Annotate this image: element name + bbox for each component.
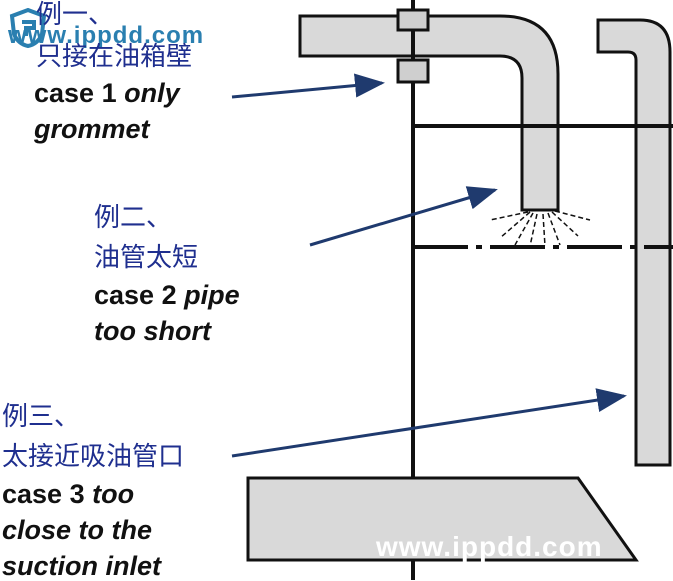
spray bbox=[489, 210, 591, 247]
watermark-top: www.ippdd.com bbox=[8, 22, 205, 49]
case1-en-line1: case 1 only bbox=[34, 80, 180, 107]
case2-zh-desc: 油管太短 bbox=[94, 243, 199, 273]
grommet bbox=[396, 8, 430, 32]
arrow-case1 bbox=[231, 73, 385, 99]
watermark-logo-icon bbox=[9, 8, 47, 48]
case3-zh-desc: 太接近吸油管口 bbox=[2, 442, 185, 472]
case3-en-line1: case 3 too bbox=[2, 481, 134, 508]
case1-zh-title: 例一、 bbox=[36, 0, 115, 30]
case3-en-line2-text: close to the bbox=[2, 515, 153, 545]
case1-en-line2: grommet bbox=[34, 116, 150, 143]
return-pipe bbox=[298, 14, 560, 212]
case3-zh-title: 例三、 bbox=[2, 402, 81, 432]
suction-pipe bbox=[596, 18, 672, 467]
bottom-plate bbox=[246, 476, 639, 562]
case1-en-line2-text: grommet bbox=[34, 114, 150, 144]
case1-en-italic: only bbox=[124, 78, 180, 108]
case3-en-italic: too bbox=[92, 479, 135, 509]
case2-en-line2: too short bbox=[94, 318, 211, 345]
case2-en-line1: case 2 pipe bbox=[94, 282, 240, 309]
case3-en-line3: suction inlet bbox=[2, 553, 161, 580]
case3-en-prefix: case 3 bbox=[2, 479, 85, 509]
case1-zh-desc: 只接在油箱壁 bbox=[36, 42, 193, 72]
arrow-case2 bbox=[309, 186, 498, 247]
case3-en-line3-text: suction inlet bbox=[2, 551, 162, 581]
case2-en-italic: pipe bbox=[184, 280, 240, 310]
case2-en-line2-text: too short bbox=[94, 316, 211, 346]
case3-en-line2: close to the bbox=[2, 517, 152, 544]
grommet-lower bbox=[396, 58, 430, 84]
case2-zh-title: 例二、 bbox=[94, 203, 173, 233]
watermark-bottom: www.ippdd.com bbox=[376, 531, 603, 562]
case1-en-prefix: case 1 bbox=[34, 78, 117, 108]
case2-en-prefix: case 2 bbox=[94, 280, 177, 310]
arrow-case3 bbox=[231, 388, 627, 458]
